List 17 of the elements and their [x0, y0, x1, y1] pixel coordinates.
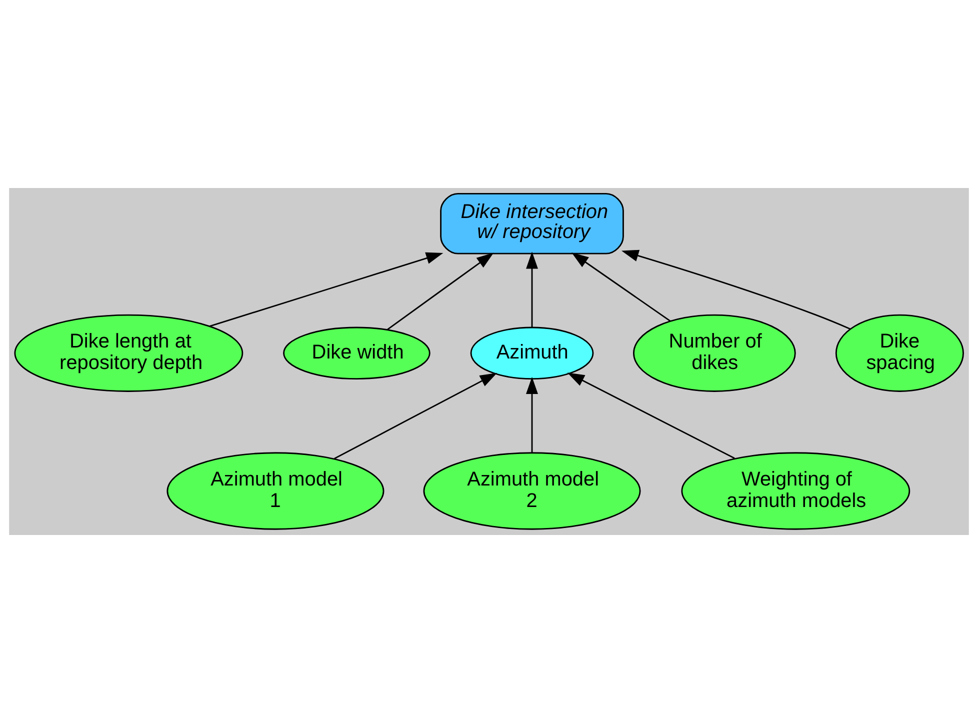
node-ellipse: Azimuth — [470, 326, 594, 379]
arrow — [526, 251, 538, 327]
node-ellipse: Number of dikes — [633, 314, 796, 392]
arrow — [386, 252, 494, 330]
arrow — [572, 252, 671, 322]
arrow — [526, 376, 538, 452]
node-ellipse: Dike width — [283, 326, 430, 379]
node-box: Dike intersection w/ repository — [440, 192, 624, 254]
arrow — [567, 372, 735, 458]
node-ellipse: Dike length at repository depth — [14, 314, 244, 392]
node-ellipse: Azimuth model 2 — [423, 452, 641, 530]
arrow — [621, 249, 851, 330]
arrow — [334, 372, 498, 459]
node-ellipse: Weighting of azimuth models — [681, 452, 910, 530]
node-ellipse: Azimuth model 1 — [166, 452, 384, 530]
arrow — [210, 252, 444, 326]
node-ellipse: Dike spacing — [835, 314, 964, 392]
